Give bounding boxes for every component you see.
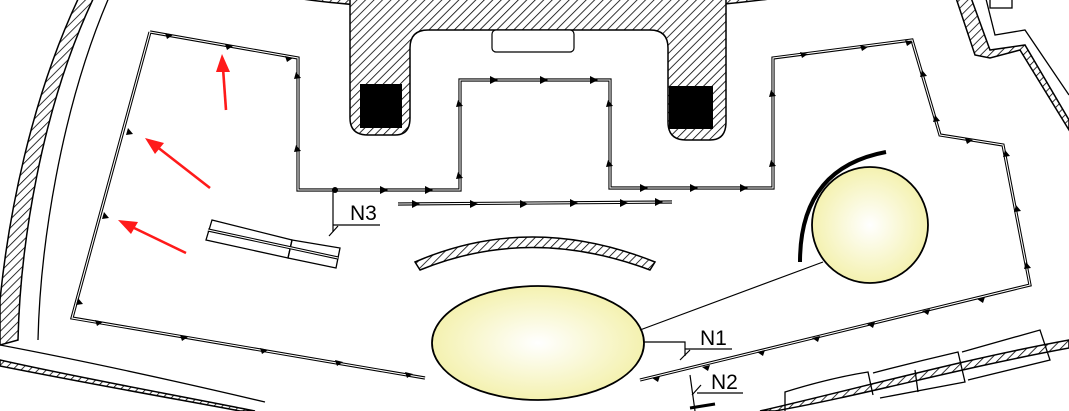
stage-slot xyxy=(491,29,575,53)
bench-left xyxy=(205,219,341,269)
lamp-connector-line xyxy=(639,261,824,331)
oval-lamp-area xyxy=(431,285,645,401)
red-arrow-up xyxy=(216,54,230,111)
curved-screen-arc xyxy=(798,150,887,263)
lighting-cable-loop xyxy=(69,30,1032,382)
tag-n2: N2 xyxy=(711,371,738,394)
right-pier-block xyxy=(669,86,713,129)
right-wall xyxy=(955,0,1069,132)
left-pier-block xyxy=(360,84,402,128)
red-arrow-lower xyxy=(118,220,187,255)
stage-structure xyxy=(349,0,727,141)
leader-n1 xyxy=(643,341,732,361)
bottom-right-wall xyxy=(759,339,1069,411)
bottom-curved-wall xyxy=(0,344,266,411)
red-arrow-diagonal xyxy=(145,138,211,190)
curved-strip xyxy=(413,236,657,271)
tag-n3: N3 xyxy=(350,202,377,225)
leader-n3 xyxy=(328,190,380,237)
tag-n1: N1 xyxy=(700,327,727,350)
leader-n2 xyxy=(689,374,743,411)
bench-bottom-right xyxy=(784,329,1051,411)
corner-fixture xyxy=(989,0,1013,9)
round-lamp-area xyxy=(811,166,929,284)
left-curved-wall xyxy=(0,0,109,346)
